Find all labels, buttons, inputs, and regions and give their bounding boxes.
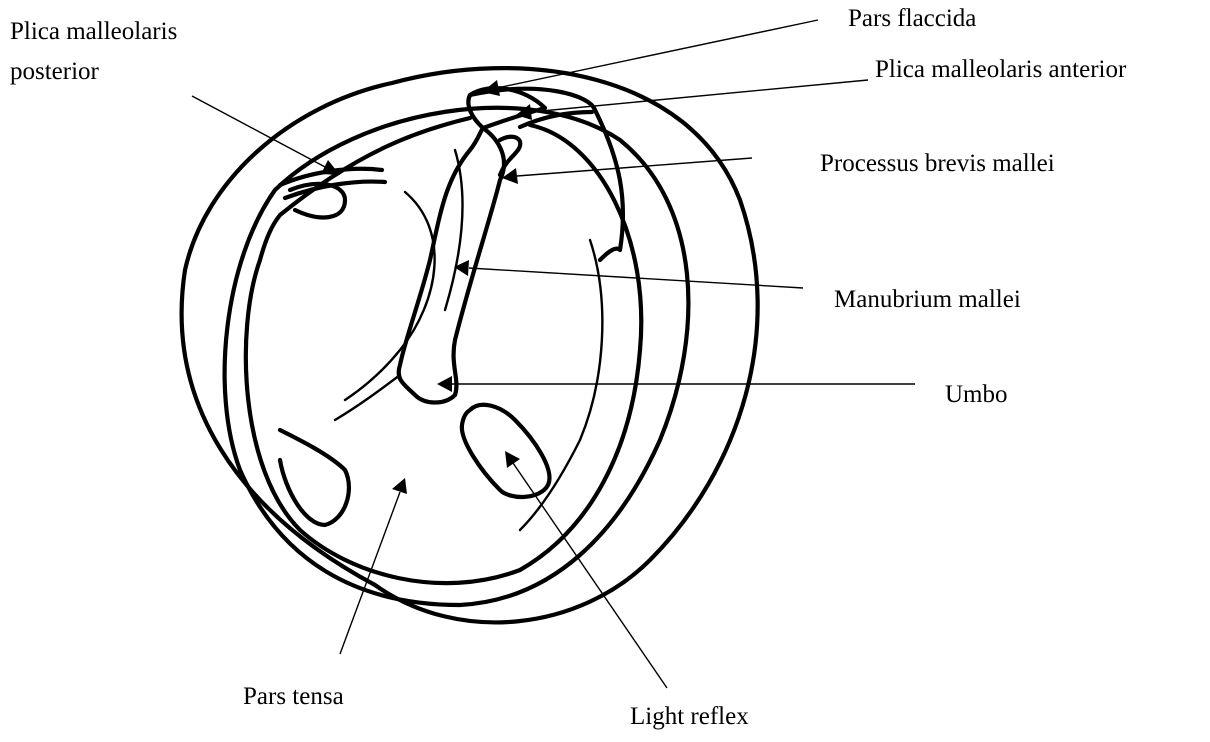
- label-pars-flaccida: Pars flaccida: [848, 2, 976, 35]
- leader-pars-tensa: [340, 492, 400, 654]
- label-pars-tensa: Pars tensa: [243, 680, 344, 713]
- leader-plica-posterior: [192, 96, 327, 168]
- tympanic-membrane-drawing: [182, 68, 758, 622]
- leader-pars-flaccida: [497, 20, 818, 88]
- label-light-reflex: Light reflex: [630, 700, 749, 733]
- label-plica-malleolaris-anterior: Plica malleolaris anterior: [875, 53, 1126, 86]
- arrowhead-pars-tensa: [392, 478, 407, 494]
- malleus-outline: [399, 128, 504, 403]
- leader-light-reflex: [513, 463, 667, 688]
- arrowhead-umbo: [437, 376, 452, 392]
- anterior-stria: [520, 240, 602, 530]
- leader-processus-brevis: [517, 158, 752, 176]
- label-manubrium-mallei: Manubrium mallei: [834, 283, 1021, 316]
- label-umbo: Umbo: [945, 378, 1008, 411]
- posterior-stria: [345, 150, 462, 400]
- inferior-fold: [280, 430, 349, 525]
- label-plica-malleolaris-posterior-line2: posterior: [10, 55, 99, 88]
- label-plica-malleolaris-posterior-line1: Plica malleolaris: [10, 15, 177, 48]
- label-processus-brevis-mallei: Processus brevis mallei: [820, 147, 1055, 180]
- light-reflex-shape: [462, 405, 550, 497]
- arrowhead-light-reflex: [505, 451, 520, 468]
- arrowhead-plica-posterior: [321, 160, 340, 175]
- leader-plica-anterior: [531, 80, 868, 112]
